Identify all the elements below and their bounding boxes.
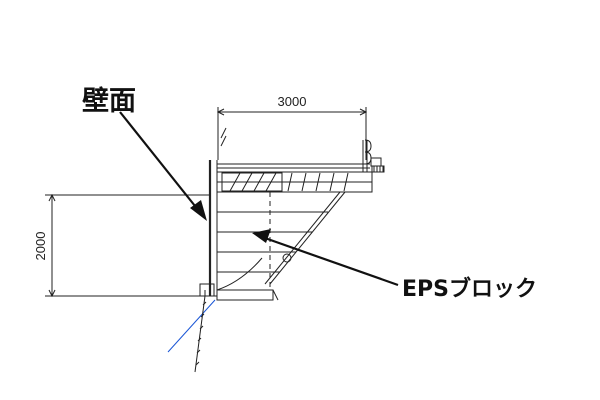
guard-rail	[362, 139, 385, 173]
eps-pointer-arrow	[252, 229, 399, 287]
wall-face	[208, 160, 218, 297]
footing	[199, 283, 279, 301]
top-dimension	[216, 107, 368, 160]
wall-label: 壁面	[82, 86, 136, 117]
width-dimension-label: 3000	[278, 94, 307, 109]
break-mark	[220, 127, 227, 147]
top-slab	[216, 163, 373, 193]
height-dimension-label: 2000	[33, 232, 48, 261]
left-dimension	[45, 193, 210, 298]
wall-pointer-arrow	[119, 111, 207, 221]
eps-block-body	[216, 191, 346, 291]
ground-slope-line	[167, 299, 216, 353]
embankment-ticks	[194, 295, 207, 373]
eps-block-label: EPSブロック	[402, 276, 537, 302]
